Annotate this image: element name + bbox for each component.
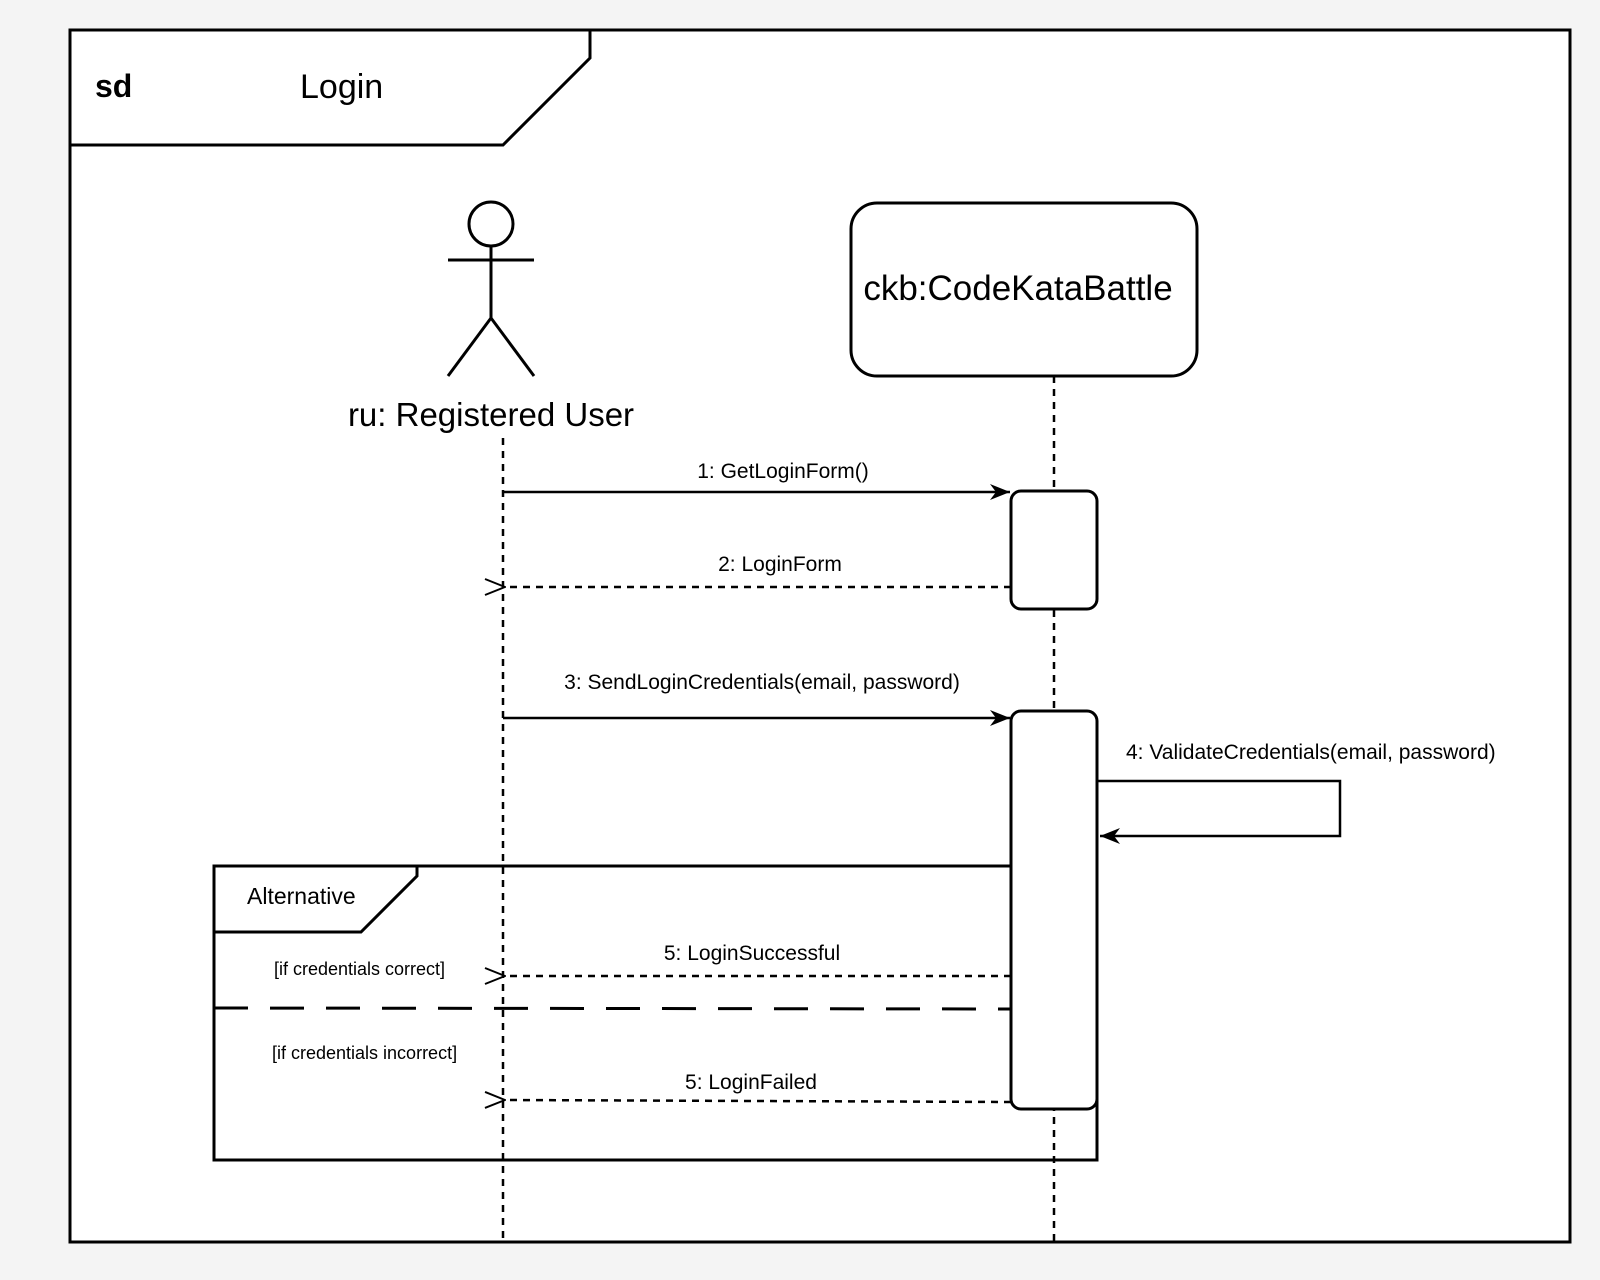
- sd-frame-name-tab: [70, 30, 592, 147]
- alt-guard-correct: [if credentials correct]: [274, 959, 445, 979]
- message-4-label: 4: ValidateCredentials(email, password): [1126, 741, 1496, 764]
- activation-bar-2: [1009, 709, 1099, 1111]
- message-5-failed-label: 5: LoginFailed: [685, 1071, 817, 1094]
- message-5-success-label: 5: LoginSuccessful: [664, 942, 840, 965]
- sd-keyword: sd: [95, 68, 132, 104]
- actor-stick-figure-icon: [446, 200, 536, 377]
- alt-fragment-tab: [214, 866, 419, 934]
- system-lifeline-head: [849, 201, 1199, 378]
- alt-operator-label: Alternative: [247, 883, 356, 909]
- alt-operand-separator: [213, 1006, 1012, 1011]
- system-lifeline-label: ckb:CodeKataBattle: [863, 269, 1172, 308]
- actor-lifeline-label: ru: Registered User: [348, 396, 634, 433]
- message-4-arrow: [1097, 779, 1342, 844]
- sd-frame: [68, 28, 1572, 1244]
- message-5-failed-arrow: [505, 1100, 1012, 1102]
- message-3-label: 3: SendLoginCredentials(email, password): [564, 671, 960, 694]
- sd-name: Login: [300, 68, 383, 106]
- alt-guard-incorrect: [if credentials incorrect]: [272, 1043, 457, 1063]
- message-2-label: 2: LoginForm: [718, 553, 842, 576]
- message-1-label: 1: GetLoginForm(): [697, 460, 869, 483]
- activation-bar-1: [1009, 489, 1099, 611]
